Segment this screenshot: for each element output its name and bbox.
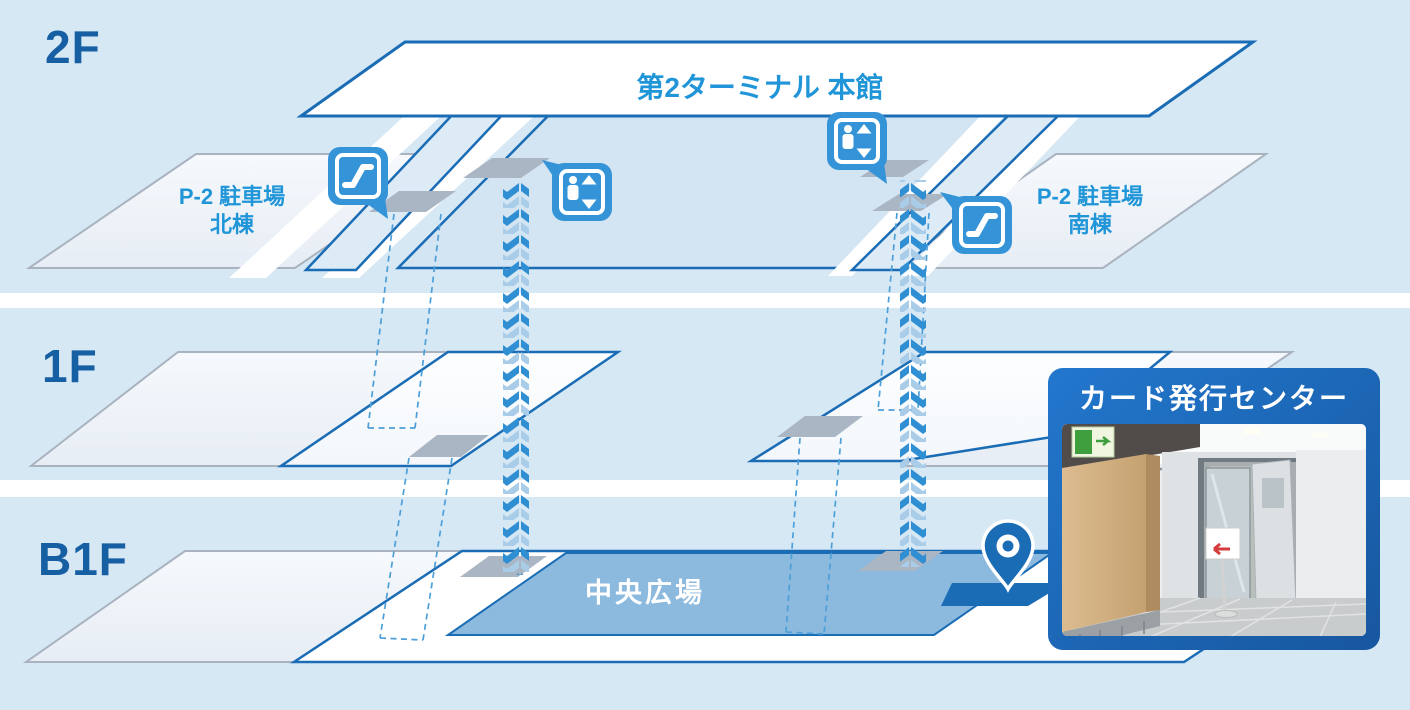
photo-right-wall <box>1296 450 1366 608</box>
card-title: カード発行センター <box>1079 382 1349 414</box>
photo-ceiling-light <box>1243 427 1261 435</box>
photo-sign-base <box>1214 610 1238 618</box>
plate-1f-left-blue <box>276 350 623 468</box>
photo-sign-pole <box>1220 557 1227 613</box>
landing-pad-2f-escalator-left <box>369 191 456 212</box>
parking-north-label-line2: 北棟 <box>210 212 255 237</box>
location-pin-icon <box>981 519 1035 593</box>
gap-right-outer <box>902 108 1088 276</box>
floor-label-b1f: B1F <box>38 533 128 585</box>
photo-door-window <box>1262 478 1284 508</box>
parking-south-label-line1: P-2 駐車場 <box>1037 184 1143 209</box>
entrance-photo <box>1062 424 1366 636</box>
landing-pad-2f-elevator-left <box>463 158 550 178</box>
landing-pad-1f-right <box>777 416 863 437</box>
photo-ceiling-light <box>1312 431 1328 439</box>
terminal-main-building-label: 第2ターミナル 本館 <box>636 71 883 103</box>
floor-label-2f: 2F <box>45 21 101 73</box>
floor-divider-2f-1f <box>0 293 1410 308</box>
elevator-icon-left <box>542 160 614 223</box>
photo-exit-sign-figure <box>1075 430 1092 454</box>
escalator-icon-north <box>326 145 390 219</box>
landing-pad-1f-left <box>409 435 489 457</box>
escalator-shaft-dashed-left <box>367 213 453 641</box>
down-chevron-trail-right <box>900 180 926 567</box>
photo-pillar-front <box>1062 454 1146 632</box>
parking-south-label-line2: 南棟 <box>1068 212 1113 237</box>
elevator-icon-right <box>825 110 889 184</box>
floor-label-1f: 1F <box>42 340 98 392</box>
photo-pillar-base <box>1062 610 1160 636</box>
terminal-main-building-plate <box>296 40 1258 118</box>
escalator-icon-south <box>940 192 1014 256</box>
info-card: カード発行センター <box>1048 368 1380 650</box>
parking-north-label-line1: P-2 駐車場 <box>179 184 285 209</box>
photo-pillar-side <box>1146 454 1160 612</box>
photo-exit-sign-arrow <box>1096 436 1112 446</box>
photo-sign-board <box>1205 527 1241 560</box>
central-plaza-label: 中央広場 <box>585 577 705 608</box>
photo-sign-red-arrow <box>1213 542 1230 556</box>
down-chevron-trail-left <box>503 182 529 575</box>
pin-pointer-wedge <box>941 583 1066 606</box>
